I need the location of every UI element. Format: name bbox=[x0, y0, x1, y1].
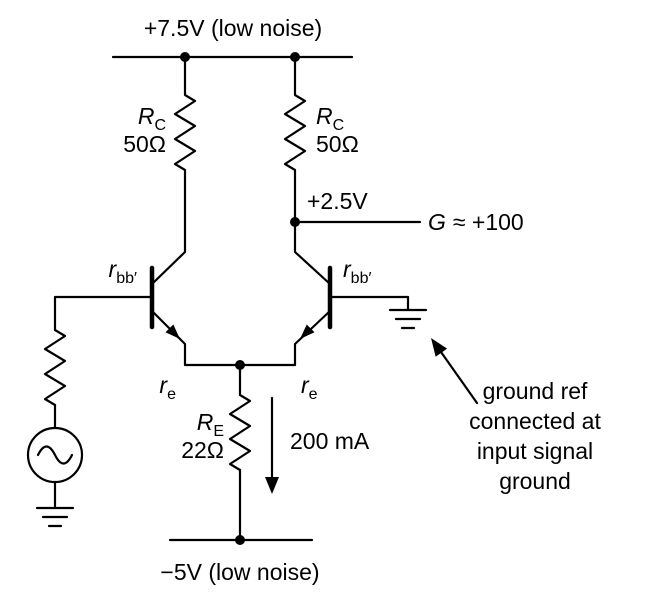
junction-dot bbox=[290, 217, 300, 227]
note-arrow bbox=[431, 338, 479, 405]
transistor-left bbox=[149, 265, 180, 339]
label-bottom-supply: −5V (low noise) bbox=[160, 559, 319, 585]
current-arrow-head bbox=[265, 477, 279, 494]
label-rc-left: RC bbox=[138, 103, 166, 134]
label-rc-left-value: 50Ω bbox=[123, 131, 166, 157]
resistor-rc-left bbox=[173, 55, 197, 172]
ground-note-line-3: input signal bbox=[477, 438, 593, 464]
ground-right bbox=[388, 295, 428, 330]
transistor-right bbox=[300, 265, 333, 339]
resistor-re bbox=[228, 393, 252, 472]
ground-note-line-2: connected at bbox=[469, 408, 601, 434]
ground-icon bbox=[388, 295, 428, 330]
label-rc-right: RC bbox=[316, 103, 344, 134]
label-rbb-left: rbb′ bbox=[109, 256, 137, 287]
ground-note-line-4: ground bbox=[499, 468, 571, 494]
junction-dots bbox=[180, 52, 300, 545]
emitter-arrow bbox=[300, 324, 315, 339]
junction-dot bbox=[235, 360, 245, 370]
note-arrow-head bbox=[431, 338, 448, 357]
ground-note-text: ground ref connected at input signal gro… bbox=[469, 378, 601, 494]
label-rbb-right: rbb′ bbox=[343, 256, 371, 287]
label-re-left: re bbox=[159, 372, 176, 403]
label-collector-voltage: +2.5V bbox=[307, 188, 368, 214]
note-arrow-shaft bbox=[439, 350, 479, 405]
right-emitter-wire bbox=[238, 309, 332, 367]
right-collector-wire bbox=[293, 220, 332, 286]
left-collector-wire bbox=[150, 168, 187, 286]
signal-source bbox=[26, 426, 84, 484]
resistor-source bbox=[43, 328, 67, 407]
emitter-arrow bbox=[165, 324, 180, 339]
label-top-supply: +7.5V (low noise) bbox=[144, 15, 322, 41]
label-gain: G≈ +100 bbox=[428, 209, 524, 235]
junction-dot bbox=[290, 52, 300, 62]
current-arrow bbox=[265, 396, 279, 494]
left-emitter-wire bbox=[150, 309, 242, 367]
ground-icon bbox=[35, 506, 75, 528]
label-re: RE bbox=[197, 409, 224, 440]
junction-dot bbox=[235, 535, 245, 545]
label-tail-current: 200 mA bbox=[290, 428, 370, 454]
sine-wave-icon bbox=[36, 445, 74, 465]
label-re-right: re bbox=[301, 372, 318, 403]
label-rc-right-value: 50Ω bbox=[316, 131, 359, 157]
left-base-wire bbox=[53, 295, 154, 332]
junction-dot bbox=[180, 52, 190, 62]
label-re-value: 22Ω bbox=[181, 437, 224, 463]
wires bbox=[53, 55, 422, 542]
ground-note-line-1: ground ref bbox=[483, 378, 588, 404]
resistor-rc-right bbox=[283, 55, 307, 224]
ground-left bbox=[35, 506, 75, 528]
